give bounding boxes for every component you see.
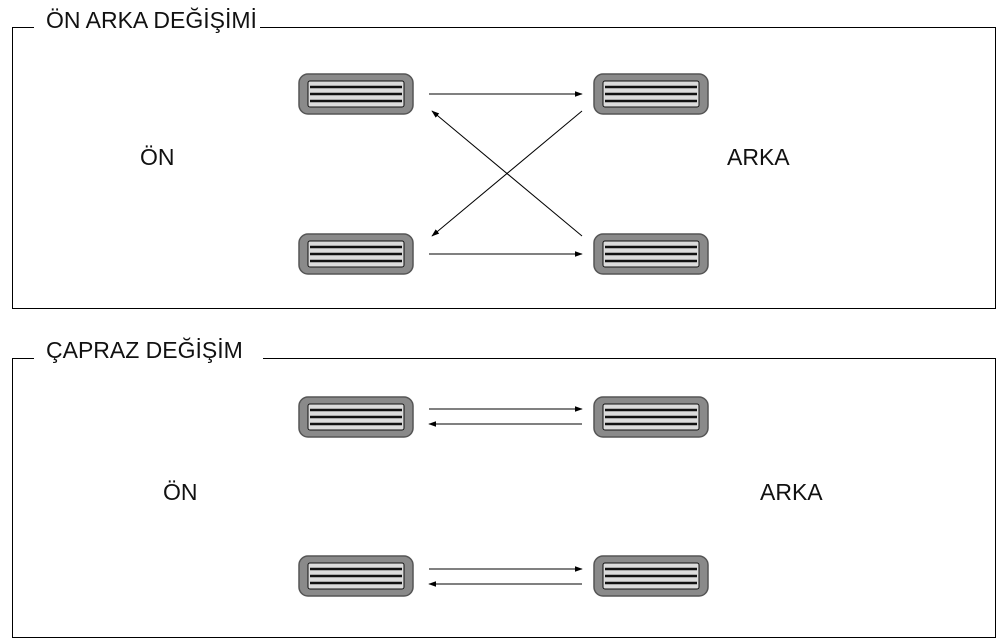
tire-icon [298,73,414,115]
tire-icon [593,233,709,275]
tire-icon [298,555,414,597]
front-label: ÖN [163,479,198,505]
tire-icon [298,396,414,438]
arrow [431,110,583,237]
cross-rotation-title: ÇAPRAZ DEĞİŞİM [34,337,263,363]
front-rear-rotation-panel [12,27,996,309]
tire-icon [593,396,709,438]
rear-label: ARKA [760,479,823,505]
tire-icon [298,233,414,275]
tire-icon [593,555,709,597]
rear-label: ARKA [727,144,790,170]
front-rear-rotation-title: ÖN ARKA DEĞİŞİMİ [34,7,260,33]
cross-rotation-panel [12,358,996,638]
tire-icon [593,73,709,115]
front-label: ÖN [140,144,175,170]
